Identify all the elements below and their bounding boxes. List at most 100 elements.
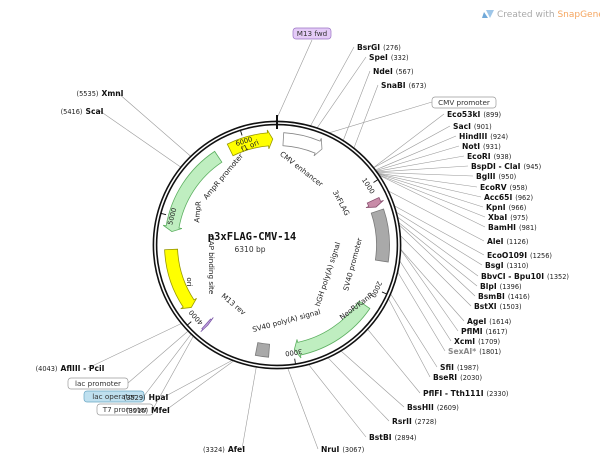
site-leader (390, 294, 438, 368)
site-position: (3516) (126, 407, 148, 415)
feature-3xflag (365, 196, 384, 209)
plasmid-name: p3xFLAG-CMV-14 (208, 231, 297, 243)
site-afliii-pcii: (4043)AflIII - PciI (36, 364, 105, 373)
site-bspdi-clai: BspDI - ClaI(945) (471, 162, 541, 171)
site-eco53ki: Eco53kI(899) (447, 110, 501, 119)
site-leader (308, 364, 367, 438)
site-name: XmnI (101, 89, 123, 98)
site-name: ScaI (86, 107, 104, 116)
site-leader (378, 173, 484, 208)
site-name: SpeI (369, 53, 388, 62)
site-leader (340, 350, 405, 408)
site-position: (673) (409, 82, 427, 90)
site-leader (396, 212, 483, 266)
site-bstbi: BstBI(2894) (369, 433, 417, 442)
boxed-label-m13-fwd (292, 27, 332, 40)
restriction-site-labels: BsrGI(276)SpeI(332)NdeI(567)SnaBI(673)Ec… (36, 43, 569, 454)
site-xcmi: XcmI(1709) (454, 337, 500, 346)
tick-mark (161, 212, 167, 216)
feature-label-3xflag: 3xFLAG (331, 189, 352, 218)
site-position: (2609) (437, 404, 459, 412)
feature-label-ori: ori (185, 277, 194, 286)
feature-leader (275, 39, 313, 122)
site-leader (379, 174, 486, 218)
site-leader (378, 172, 478, 188)
site-name: Eco53kI (447, 110, 481, 119)
site-name: HindIII (459, 132, 487, 141)
site-bamhi: BamHI(981) (488, 223, 537, 232)
tick-label: 3000 (285, 347, 303, 358)
site-position: (938) (494, 153, 512, 161)
site-name: NruI (321, 445, 340, 454)
site-sexai: SexAI*(1801) (448, 347, 501, 356)
site-leader (317, 56, 367, 128)
site-name: BsgI (485, 261, 504, 270)
tick-mark (381, 291, 387, 295)
snapgene-watermark: Created with SnapGene® (482, 10, 600, 20)
site-alei: AleI(1126) (487, 237, 528, 246)
tick-mark (187, 321, 192, 326)
tick-mark (240, 130, 243, 136)
site-name: AgeI (467, 317, 486, 326)
site-name: BsmBI (478, 292, 505, 301)
site-leader (379, 175, 486, 228)
site-position: (1617) (486, 328, 508, 336)
site-scai: (5416)ScaI (61, 107, 104, 116)
site-leader (353, 84, 379, 148)
site-spei: SpeI(332) (369, 53, 409, 62)
site-leader (241, 367, 257, 450)
site-noti: NotI(931) (462, 142, 501, 151)
feature-label-cmv-enhancer: CMV enhancer (278, 149, 325, 188)
site-name: BstXI (474, 302, 497, 311)
site-position: (5416) (61, 108, 83, 116)
site-acc65i: Acc65I(962) (484, 193, 533, 202)
site-leader (327, 357, 390, 422)
backbone-outer-ring (152, 120, 402, 370)
site-name: EcoRV (480, 183, 507, 192)
site-position: (1987) (457, 364, 479, 372)
site-name: BbvCI - Bpu10I (481, 272, 544, 281)
feature-arrows (162, 129, 390, 359)
site-leader (400, 249, 465, 322)
site-leader (87, 323, 182, 369)
feature-ori (164, 248, 197, 310)
site-xbai: XbaI(975) (488, 213, 528, 222)
site-bsmbi: BsmBI(1416) (478, 292, 530, 301)
feature-sv40-poly-a-signal (254, 342, 271, 358)
site-bsrgi: BsrGI(276) (357, 43, 401, 52)
site-leader (373, 125, 451, 168)
site-position: (966) (509, 204, 527, 212)
site-ecoo109i: EcoO109I(1256) (487, 251, 552, 260)
site-position: (901) (474, 123, 492, 131)
site-leader (388, 298, 431, 378)
site-sfii: SfiI(1987) (440, 363, 479, 372)
boxed-label-text: lac promoter (75, 379, 121, 388)
site-position: (1801) (479, 348, 501, 356)
site-name: BseRI (433, 373, 457, 382)
site-nrui: NruI(3067) (321, 445, 364, 454)
site-position: (3324) (203, 446, 225, 454)
site-leader (287, 368, 319, 450)
site-name: NotI (462, 142, 480, 151)
site-position: (5535) (77, 90, 99, 98)
feature-leader (143, 334, 192, 397)
site-leader (377, 172, 474, 177)
site-leader (163, 360, 233, 398)
site-xmni: (5535)XmnI (77, 89, 124, 98)
boxed-label-text: CMV promoter (438, 98, 490, 107)
site-name: HpaI (149, 393, 169, 402)
site-name: AfeI (228, 445, 245, 454)
site-ecorv: EcoRV(958) (480, 183, 527, 192)
site-leader (117, 92, 191, 157)
site-name: EcoO109I (487, 251, 527, 260)
site-name: SacI (453, 122, 471, 131)
site-bglii: BglII(950) (476, 172, 516, 181)
feature-label-sv40-promoter: SV40 promoter (341, 237, 364, 292)
feature-label-ampr: AmpR (192, 201, 203, 223)
site-position: (2894) (395, 434, 417, 442)
site-name: XcmI (454, 337, 475, 346)
site-leader (388, 190, 485, 242)
site-leader (400, 249, 459, 332)
feature-neor-kanr (293, 300, 371, 359)
